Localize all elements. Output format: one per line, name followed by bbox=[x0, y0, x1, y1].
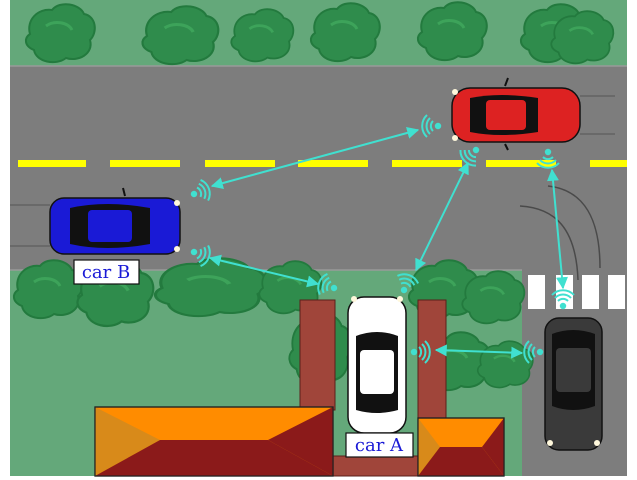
car-a-label: car A bbox=[346, 433, 413, 457]
driveway-base bbox=[333, 456, 421, 476]
house-roof-small bbox=[418, 418, 504, 476]
house-roof-large bbox=[95, 407, 333, 476]
driveway-brick-left bbox=[300, 300, 335, 410]
black-car bbox=[545, 318, 602, 450]
car-b-label: car B bbox=[74, 260, 139, 284]
svg-text:car A: car A bbox=[355, 435, 404, 456]
white-car bbox=[348, 296, 406, 433]
svg-text:car B: car B bbox=[82, 262, 130, 283]
